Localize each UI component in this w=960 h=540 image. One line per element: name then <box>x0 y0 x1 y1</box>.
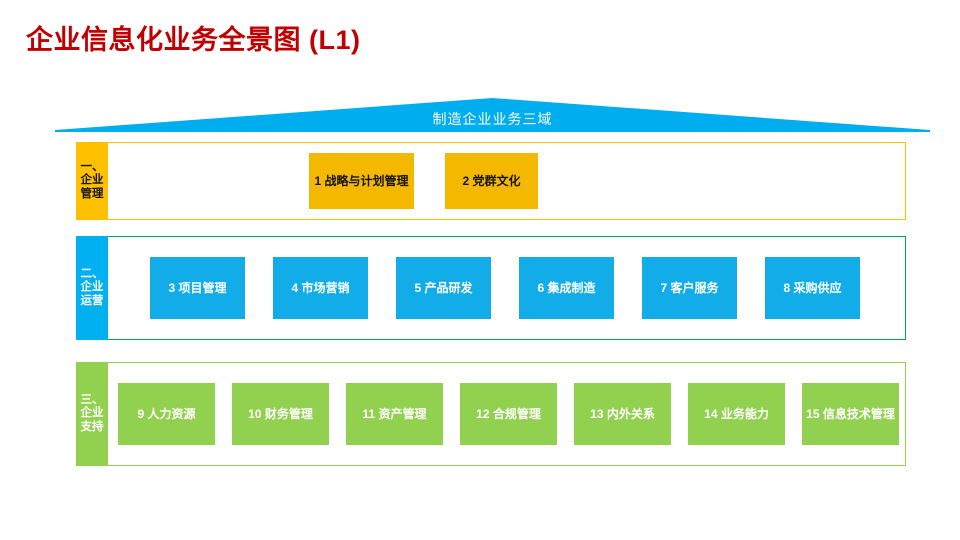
row-label-text: 二、企业运营 <box>80 267 104 307</box>
page-title: 企业信息化业务全景图 (L1) <box>26 25 361 55</box>
row-body-enterprise-support: 9 人力资源 10 财务管理 11 资产管理 12 合规管理 13 内外关系 1… <box>108 362 906 466</box>
domain-card-4-marketing[interactable]: 4 市场营销 <box>273 257 368 319</box>
domain-card-13-internal-external-relations[interactable]: 13 内外关系 <box>574 383 671 445</box>
domain-card-2-party-culture[interactable]: 2 党群文化 <box>445 153 538 209</box>
domain-card-8-procurement-supply[interactable]: 8 采购供应 <box>765 257 860 319</box>
row-body-enterprise-operations: 3 项目管理 4 市场营销 5 产品研发 6 集成制造 7 客户服务 8 采购供… <box>108 236 906 340</box>
domain-card-5-product-rnd[interactable]: 5 产品研发 <box>396 257 491 319</box>
row-label-text: 一、企业管理 <box>80 160 104 200</box>
domain-card-11-asset-management[interactable]: 11 资产管理 <box>346 383 443 445</box>
row-label-enterprise-operations: 二、企业运营 <box>76 236 108 340</box>
row-label-text: 三、企业支持 <box>80 393 104 433</box>
domain-card-3-project-management[interactable]: 3 项目管理 <box>150 257 245 319</box>
roof-shape-icon <box>55 98 930 132</box>
row-label-enterprise-support: 三、企业支持 <box>76 362 108 466</box>
roof-banner: 制造企业业务三域 <box>55 98 930 132</box>
domain-card-1-strategy-planning[interactable]: 1 战略与计划管理 <box>309 153 414 209</box>
domain-card-15-it-management[interactable]: 15 信息技术管理 <box>802 383 899 445</box>
domain-card-7-customer-service[interactable]: 7 客户服务 <box>642 257 737 319</box>
row-body-enterprise-management: 1 战略与计划管理 2 党群文化 <box>108 142 906 220</box>
row-enterprise-management: 一、企业管理 1 战略与计划管理 2 党群文化 <box>76 142 906 220</box>
domain-card-12-compliance[interactable]: 12 合规管理 <box>460 383 557 445</box>
roof-label: 制造企业业务三域 <box>432 111 553 127</box>
row-enterprise-operations: 二、企业运营 3 项目管理 4 市场营销 5 产品研发 6 集成制造 7 客户服… <box>76 236 906 340</box>
row-label-enterprise-management: 一、企业管理 <box>76 142 108 220</box>
domain-card-6-integrated-manufacturing[interactable]: 6 集成制造 <box>519 257 614 319</box>
row-enterprise-support: 三、企业支持 9 人力资源 10 财务管理 11 资产管理 12 合规管理 13… <box>76 362 906 466</box>
domain-card-14-business-capability[interactable]: 14 业务能力 <box>688 383 785 445</box>
domain-card-9-human-resources[interactable]: 9 人力资源 <box>118 383 215 445</box>
domain-card-10-finance[interactable]: 10 财务管理 <box>232 383 329 445</box>
